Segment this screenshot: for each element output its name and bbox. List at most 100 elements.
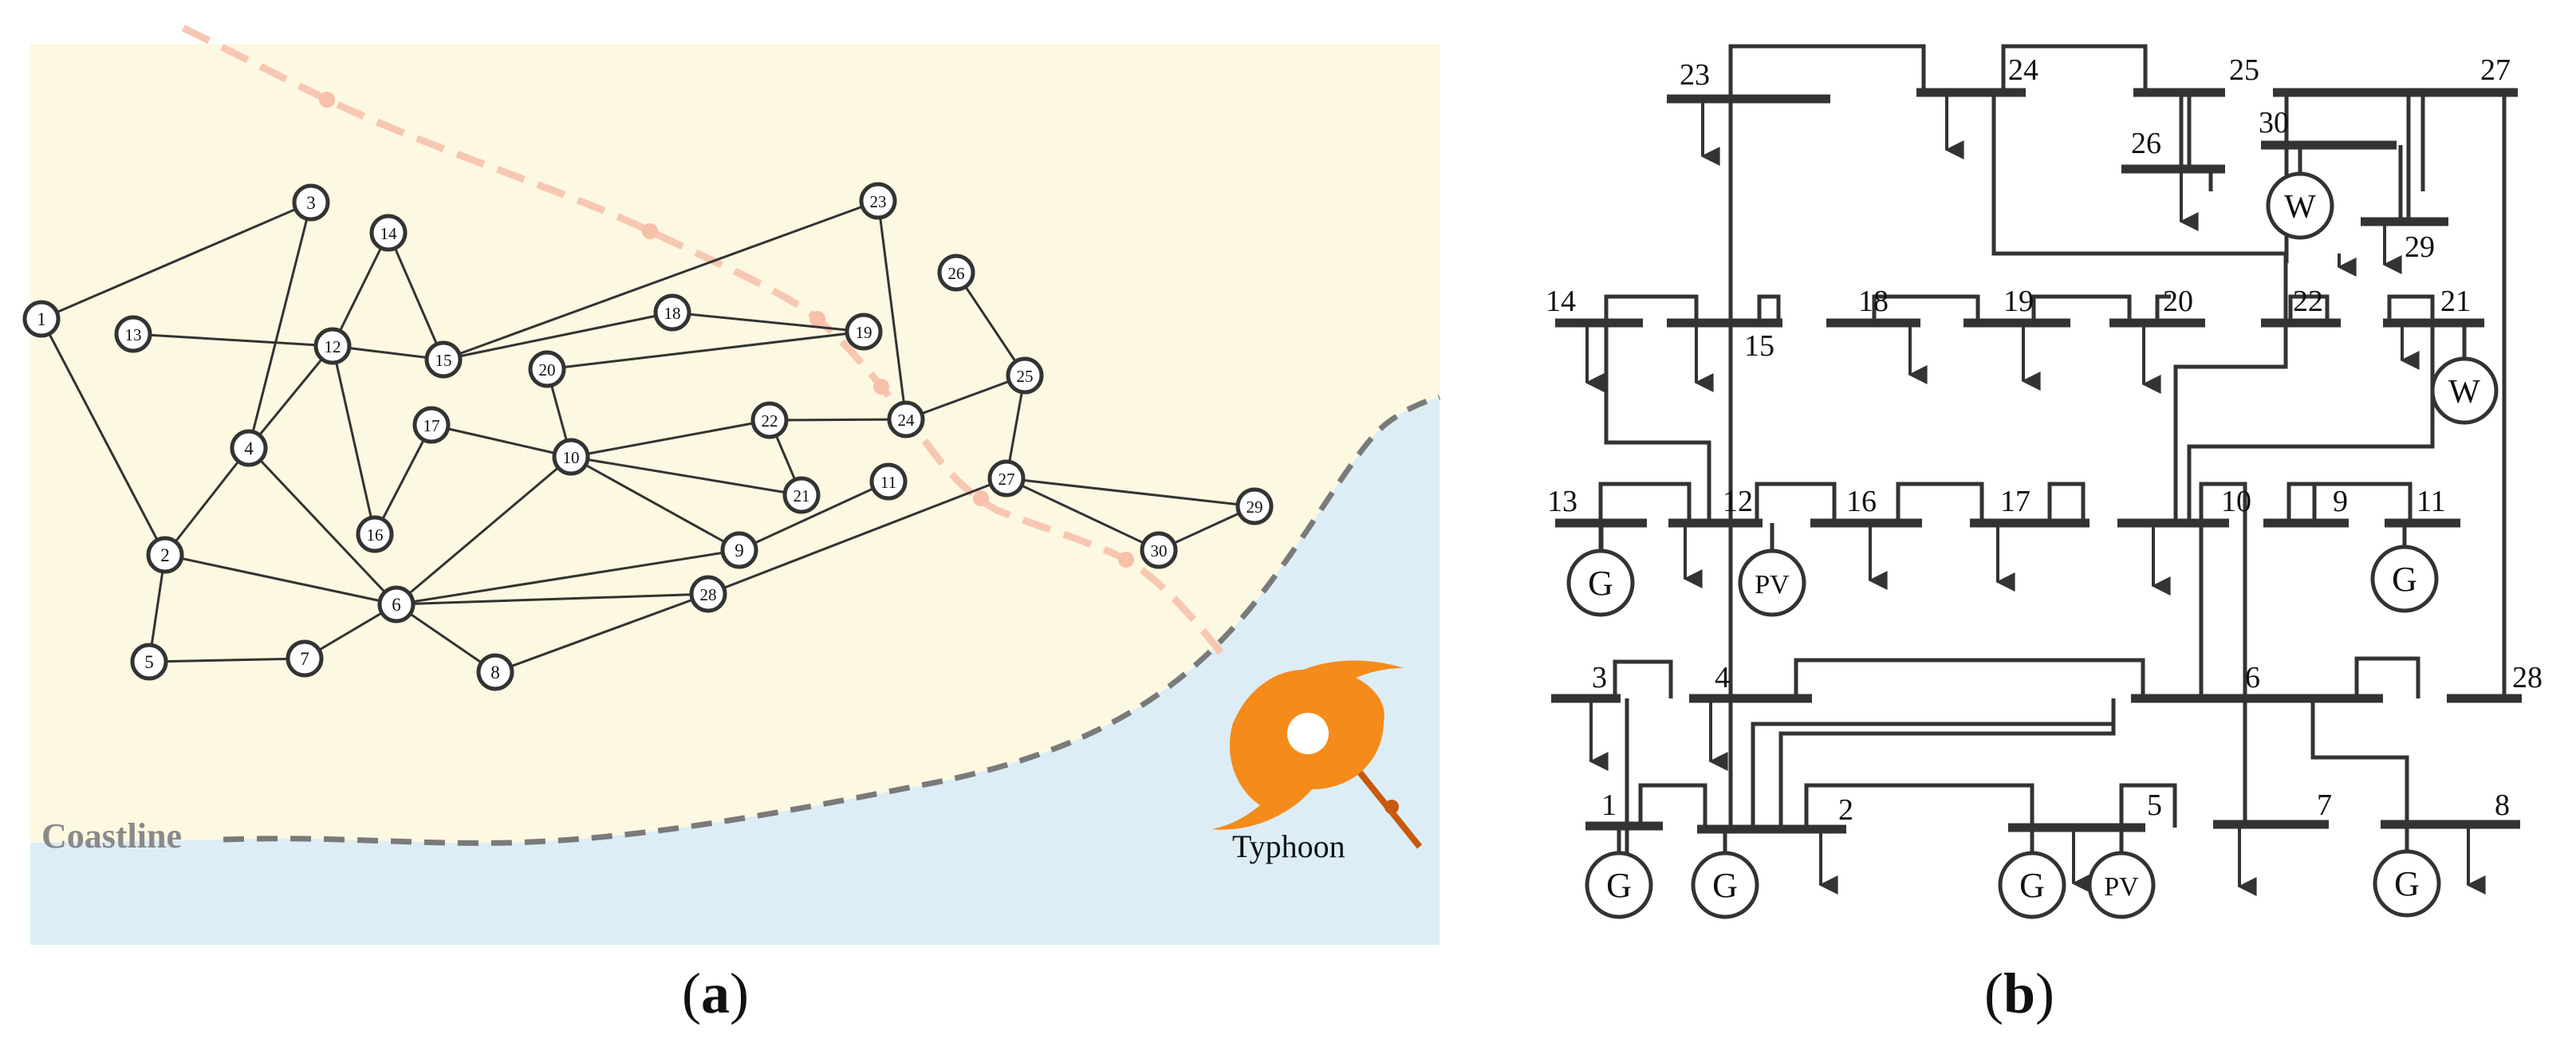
line-22-24 <box>769 418 907 422</box>
node-22: 22 <box>750 401 789 439</box>
svg-text:3: 3 <box>306 193 316 213</box>
svg-text:G: G <box>2392 560 2417 599</box>
bus-label-18: 18 <box>1858 285 1889 318</box>
bus-label-21: 21 <box>2440 285 2471 318</box>
svg-text:23: 23 <box>870 192 887 211</box>
node-3: 3 <box>292 183 330 222</box>
svg-text:2: 2 <box>160 545 170 565</box>
svg-text:10: 10 <box>563 448 580 467</box>
typhoon-icon <box>1212 660 1423 849</box>
svg-text:G: G <box>1588 564 1613 603</box>
bus-label-7: 7 <box>2317 789 2332 822</box>
svg-text:6: 6 <box>392 595 401 615</box>
track-points <box>319 92 1134 568</box>
line-1-2 <box>40 318 167 556</box>
bus-label-23: 23 <box>1680 58 1710 92</box>
line-18-19 <box>672 311 865 333</box>
bus-label-15: 15 <box>1744 329 1774 363</box>
bus-label-24: 24 <box>2008 53 2038 87</box>
bus-label-17: 17 <box>2000 485 2030 518</box>
node-27: 27 <box>987 459 1026 498</box>
bus-label-19: 19 <box>2003 285 2034 318</box>
line-10-21 <box>570 455 802 497</box>
node-14: 14 <box>369 214 408 252</box>
load-arrows <box>1585 92 2486 896</box>
bus-label-5: 5 <box>2147 789 2162 822</box>
line-6-28 <box>396 592 709 606</box>
node-23: 23 <box>859 182 897 220</box>
node-15: 15 <box>424 340 463 379</box>
svg-text:11: 11 <box>880 473 896 492</box>
wind-30: W <box>2266 145 2334 240</box>
svg-text:13: 13 <box>125 325 142 344</box>
node-5: 5 <box>130 643 168 681</box>
line-9-11 <box>739 480 889 552</box>
svg-text:30: 30 <box>1151 541 1168 560</box>
bus-label-26: 26 <box>2131 127 2161 160</box>
bus-label-20: 20 <box>2163 285 2193 318</box>
wind-21: W <box>2430 323 2499 425</box>
generator-2: G <box>1691 851 1759 919</box>
node-25: 25 <box>1006 356 1044 395</box>
svg-text:9: 9 <box>735 541 744 560</box>
line-12-14 <box>331 232 390 347</box>
line-10-17 <box>431 423 572 458</box>
node-8: 8 <box>476 653 514 691</box>
node-9: 9 <box>720 531 758 569</box>
svg-text:G: G <box>2394 864 2420 903</box>
bus-label-2: 2 <box>1838 793 1853 827</box>
buses <box>1551 88 2522 834</box>
bus-label-22: 22 <box>2293 285 2323 318</box>
svg-text:24: 24 <box>898 411 916 430</box>
line-28-27 <box>707 477 1007 596</box>
bus-label-14: 14 <box>1546 285 1576 318</box>
svg-text:25: 25 <box>1017 367 1034 386</box>
svg-text:G: G <box>2019 866 2045 905</box>
svg-text:1: 1 <box>37 309 46 329</box>
line-23-24 <box>876 200 908 420</box>
line-9-10 <box>570 455 740 552</box>
typhoon-label: Typhoon <box>1232 828 1345 864</box>
svg-text:15: 15 <box>435 351 452 370</box>
node-10: 10 <box>552 438 590 476</box>
bus-label-11: 11 <box>2416 485 2446 518</box>
svg-text:8: 8 <box>490 663 500 682</box>
pv-5: PV <box>2087 851 2156 919</box>
svg-text:22: 22 <box>762 411 778 431</box>
node-21: 21 <box>782 476 821 514</box>
bus-label-3: 3 <box>1592 661 1607 694</box>
svg-text:18: 18 <box>664 304 681 323</box>
svg-text:20: 20 <box>539 360 556 380</box>
bus-label-13: 13 <box>1547 485 1578 518</box>
line-1-3 <box>41 201 312 321</box>
bus-label-9: 9 <box>2333 485 2348 518</box>
svg-text:17: 17 <box>423 416 440 435</box>
node-6: 6 <box>377 585 416 623</box>
node-1: 1 <box>22 300 61 338</box>
node-30: 30 <box>1140 531 1178 569</box>
node-7: 7 <box>286 639 324 678</box>
svg-text:W: W <box>2284 189 2316 226</box>
node-16: 16 <box>356 515 394 553</box>
bus-label-12: 12 <box>1723 485 1753 518</box>
pv-12: PV <box>1738 523 1806 617</box>
svg-text:28: 28 <box>700 585 717 604</box>
svg-text:29: 29 <box>1247 498 1263 517</box>
line-12-13 <box>132 332 333 348</box>
line-8-28 <box>494 592 709 674</box>
node-29: 29 <box>1235 487 1274 525</box>
node-20: 20 <box>528 350 566 388</box>
bus-label-8: 8 <box>2495 789 2510 822</box>
generator-11: G <box>2370 523 2439 613</box>
bus-label-4: 4 <box>1715 661 1730 694</box>
bus-label-16: 16 <box>1846 485 1877 518</box>
map-nodes: 1234567891011121314151617181920212223242… <box>22 182 1274 691</box>
sea-area <box>30 397 1440 945</box>
line-4-12 <box>247 345 334 449</box>
generator-5: G <box>1998 851 2066 919</box>
line-2-6 <box>164 553 397 606</box>
line-17-16 <box>373 424 433 535</box>
svg-text:7: 7 <box>300 649 309 669</box>
line-15-18 <box>443 311 673 361</box>
panel-b-diagram: 23 24 25 27 26 30 29 14 15 18 19 20 22 2… <box>1467 0 2576 1058</box>
